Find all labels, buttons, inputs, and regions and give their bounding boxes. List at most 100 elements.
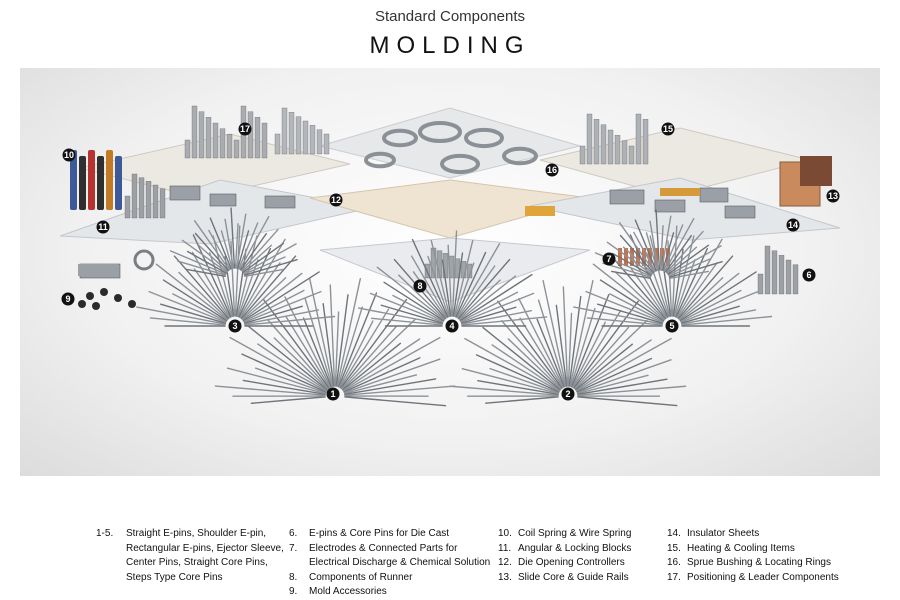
coil-spring — [70, 150, 77, 210]
guide-rail — [660, 188, 700, 196]
callout-13: 13 — [826, 189, 840, 203]
leader-pin — [302, 120, 309, 155]
pin-fan-row — [665, 234, 692, 273]
pin-fan-row — [663, 224, 684, 272]
pin-fan-row — [667, 244, 710, 275]
callout-2: 2 — [561, 387, 575, 401]
callout-number: 8 — [417, 281, 422, 291]
leader-pin — [281, 107, 288, 155]
pin-fan-5 — [677, 255, 734, 320]
pin-fan-4 — [461, 316, 548, 326]
coil-spring — [115, 156, 122, 210]
pin-fan-1 — [344, 396, 447, 407]
legend-row: 1-5.Straight E-pins, Shoulder E-pin, — [96, 527, 284, 542]
pin-fan-row — [181, 239, 228, 273]
pin-fan-row — [622, 246, 654, 275]
pin-fan-row — [243, 256, 286, 275]
pin-fan-2 — [572, 309, 622, 389]
pin-fan-1 — [343, 357, 421, 393]
pin-fan-row — [235, 213, 247, 269]
legend-row: 7.Electrodes & Connected Parts for — [289, 542, 490, 557]
pin-fan-row — [169, 250, 227, 275]
leader-pin — [254, 117, 261, 159]
pin-fan-5 — [649, 235, 671, 317]
pin-fan-5 — [573, 306, 663, 325]
pin-fan-4 — [460, 306, 517, 324]
pin-fan-row — [668, 258, 711, 277]
die-cast-pin — [757, 273, 764, 295]
callout-11: 11 — [96, 220, 110, 234]
locking-block — [264, 195, 296, 209]
locating-ring — [418, 121, 462, 143]
coil-spring — [97, 156, 104, 210]
heating-pin — [628, 145, 635, 165]
pin-fan-5 — [586, 317, 663, 326]
pin-fan-5 — [674, 259, 696, 318]
pin-fan-2 — [475, 354, 560, 393]
pin-fan-row — [194, 232, 230, 272]
locking-block — [609, 189, 645, 205]
pin-fan-row — [666, 246, 698, 275]
slide-core — [525, 206, 555, 216]
pin-fan-2 — [568, 295, 582, 387]
legend-row: 17.Positioning & Leader Components — [667, 571, 839, 586]
leader-pin — [309, 125, 316, 155]
pin-fan-1 — [343, 374, 418, 395]
pin-fan-4 — [410, 255, 448, 319]
pin-fan-4 — [411, 238, 449, 318]
accessory-nut — [78, 300, 86, 308]
pin-fan-1 — [273, 337, 329, 390]
accessory-nut — [86, 292, 94, 300]
pin-fan-2 — [577, 378, 668, 396]
pin-fan-3 — [242, 271, 320, 322]
legend-text: Steps Type Core Pins — [126, 571, 223, 583]
legend-row: Steps Type Core Pins — [96, 571, 284, 586]
legend-number — [289, 556, 309, 571]
pin-fan-4 — [457, 265, 496, 319]
callout-circle — [665, 319, 679, 333]
callout-number: 12 — [331, 195, 341, 205]
pin-fan-row — [611, 252, 652, 276]
legend-row: 11.Angular & Locking Blocks — [498, 542, 631, 557]
pin-fan-row — [645, 232, 658, 272]
callout-14: 14 — [786, 218, 800, 232]
pin-fan-2 — [537, 299, 566, 388]
callout-circle — [413, 279, 427, 293]
pin-fan-1 — [338, 320, 374, 388]
callout-circle — [238, 122, 252, 136]
leader-pin — [247, 111, 254, 159]
leader-pin — [212, 122, 219, 159]
pin-fan-row — [634, 219, 657, 272]
callout-number: 6 — [806, 270, 811, 280]
pin-fan-1 — [340, 298, 408, 389]
pin-fan-3 — [173, 255, 230, 320]
pin-fan-4 — [451, 230, 458, 317]
pin-fan-2 — [577, 396, 678, 407]
heating-pin — [586, 113, 593, 165]
legend-text: Positioning & Leader Components — [687, 571, 839, 583]
pin-fan-1 — [343, 336, 441, 392]
legend-number — [96, 571, 126, 586]
accessory-plate — [78, 264, 118, 276]
pin-fan-4 — [441, 259, 452, 317]
legend-text: Die Opening Controllers — [518, 557, 625, 568]
pin-fan-3 — [208, 252, 233, 318]
callout-circle — [786, 218, 800, 232]
pin-fan-2 — [477, 380, 559, 396]
legend-text: Coil Spring & Wire Spring — [518, 528, 632, 539]
pin-fan-4 — [459, 275, 517, 321]
die-cast-pin — [792, 264, 799, 295]
legend-row: 6.E-pins & Core Pins for Die Cast — [289, 527, 490, 542]
pin-fan-4 — [455, 251, 487, 318]
coil-spring — [79, 156, 86, 210]
pin-fan-1 — [308, 278, 334, 387]
legend-text: Mold Accessories — [309, 586, 387, 597]
pin-fan-2 — [542, 279, 567, 387]
callout-circle — [545, 163, 559, 177]
pin-fan-3 — [148, 290, 227, 323]
leader-pin — [184, 139, 191, 159]
heating-pin — [614, 135, 621, 165]
